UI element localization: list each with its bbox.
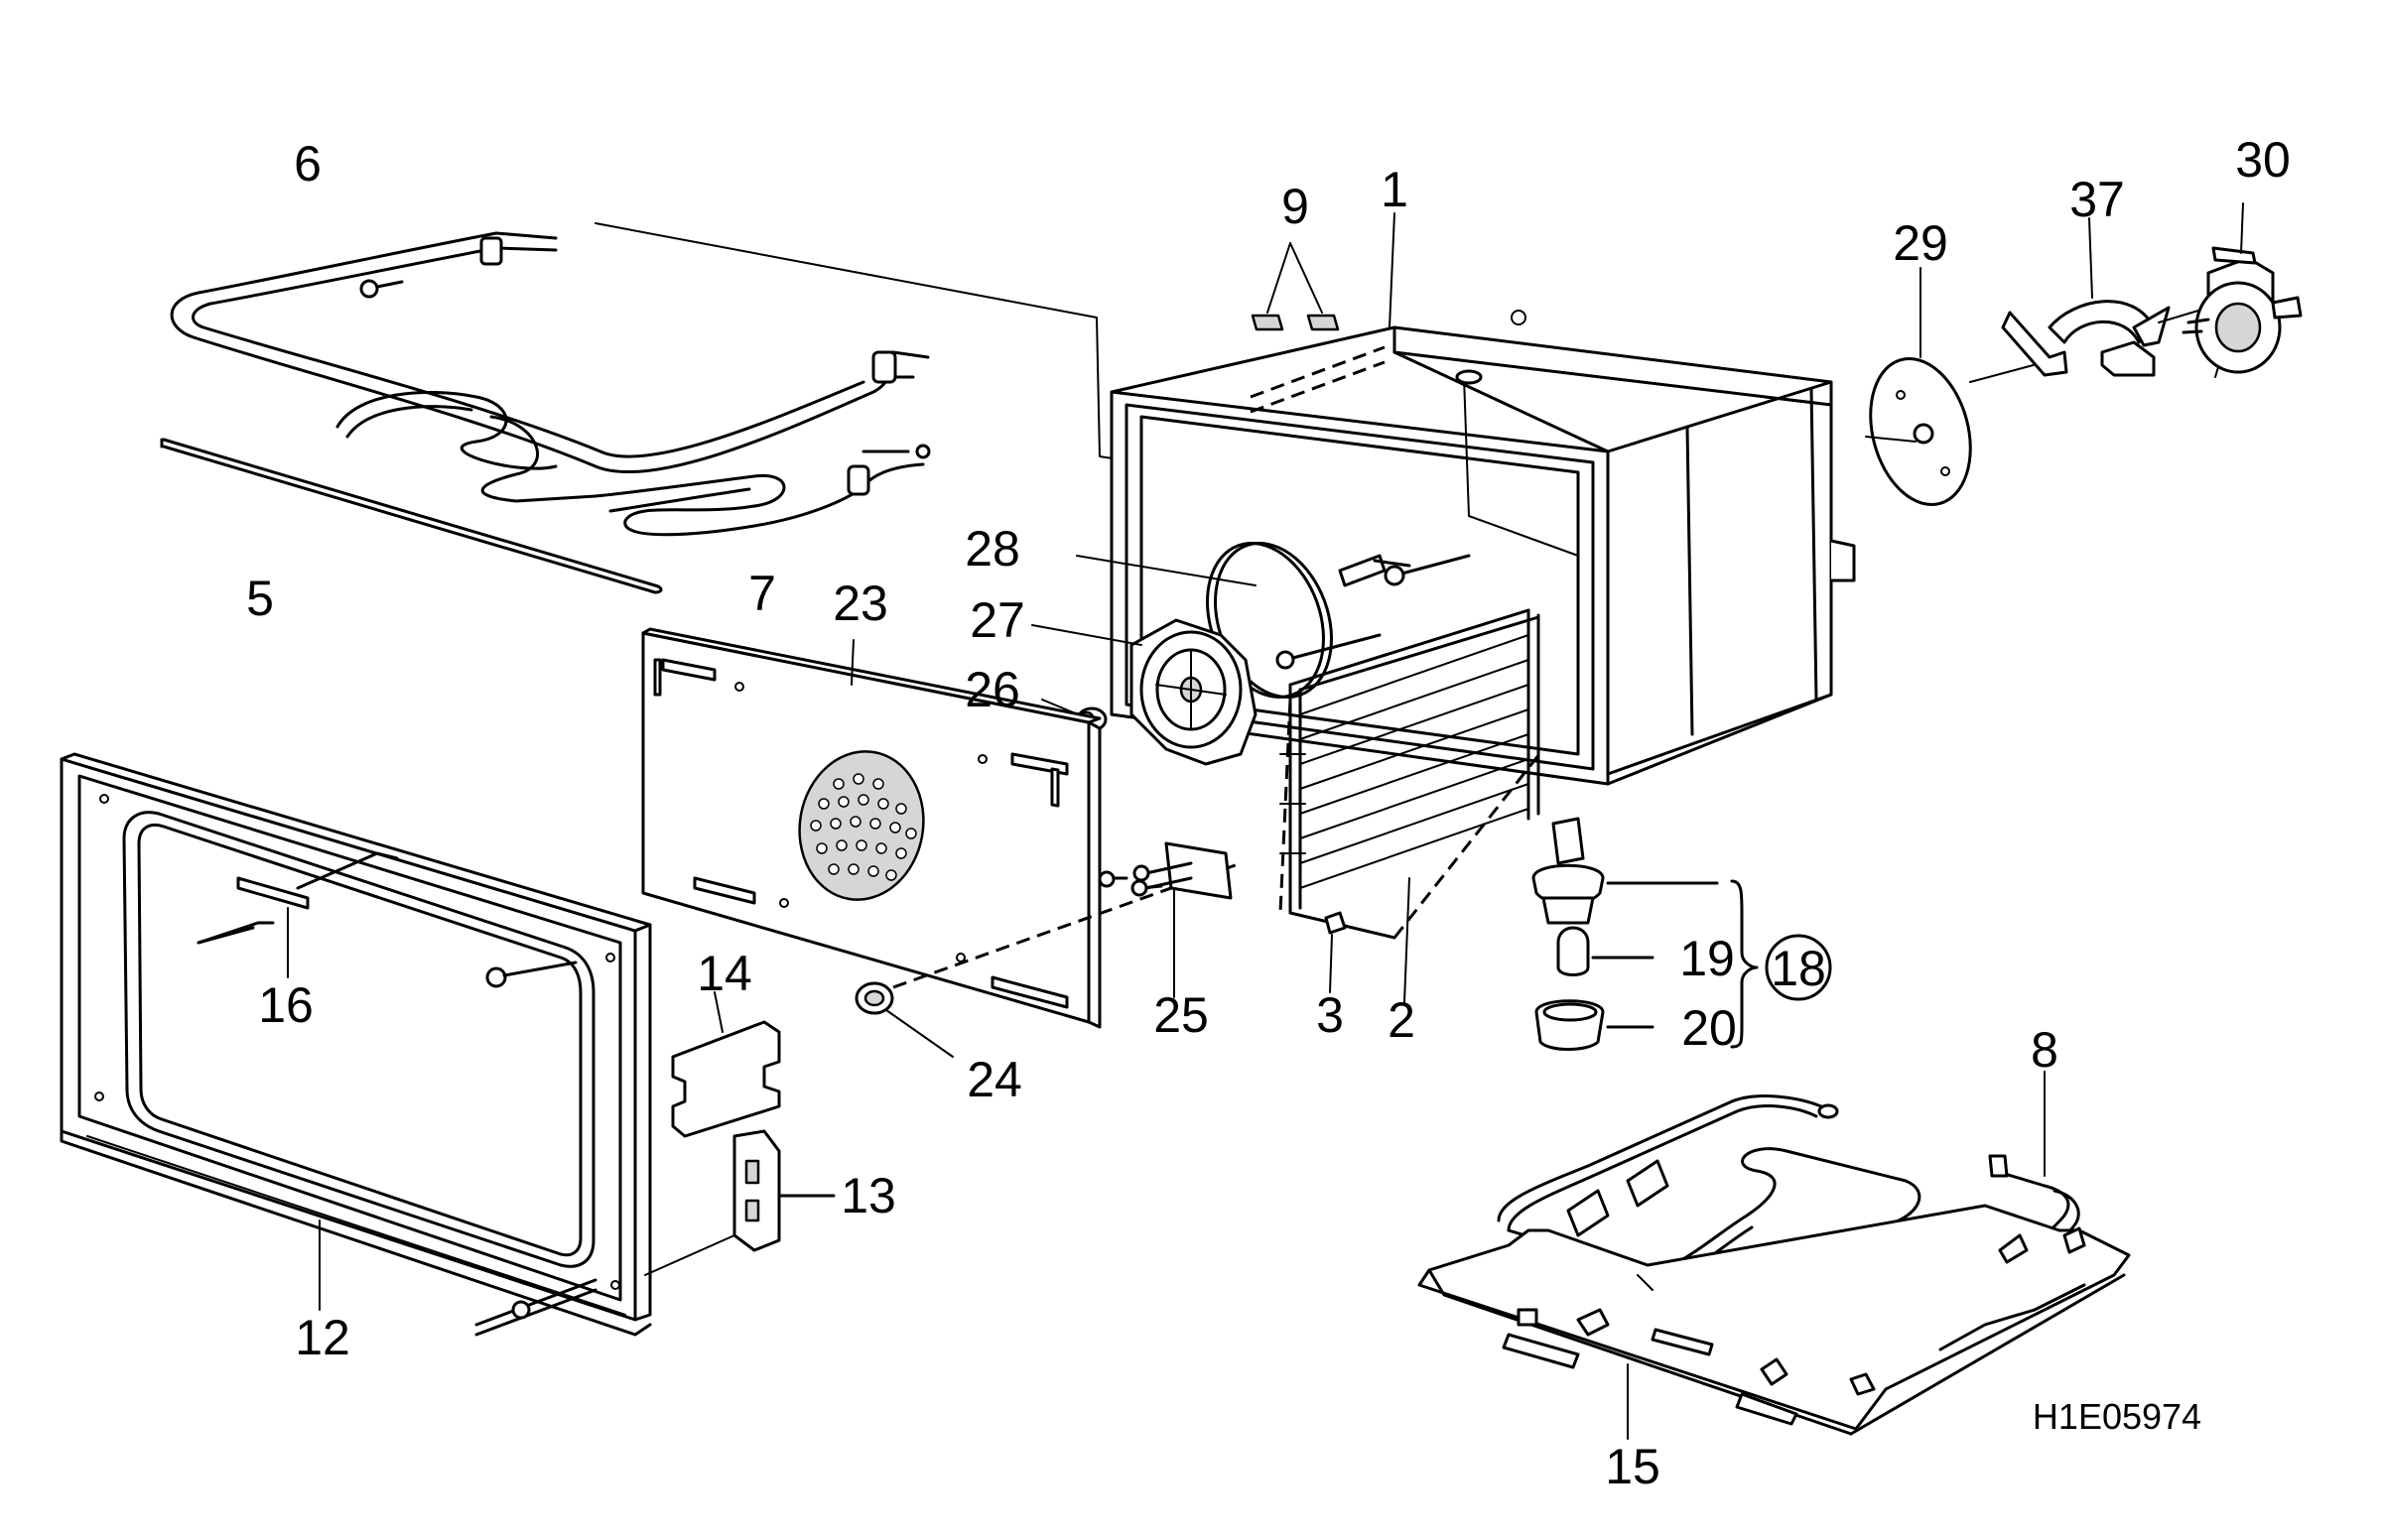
part-28-fan-guard [1076, 542, 1471, 699]
label-24: 24 [967, 1052, 1022, 1107]
part-27-fan-blade [1031, 618, 1257, 766]
label-9: 9 [1281, 179, 1309, 234]
label-5: 5 [246, 571, 274, 626]
label-12: 12 [295, 1310, 350, 1365]
part-15-bottom-tray [1417, 1204, 2131, 1440]
label-7: 7 [748, 566, 776, 621]
part-6-top-heating-element [170, 231, 930, 503]
label-20: 20 [1681, 1000, 1737, 1056]
part-37-mounting-bracket [2001, 217, 2209, 377]
part-12-oven-door [60, 752, 652, 1337]
part-2-side-rack [1278, 608, 1545, 1003]
leader-1 [1389, 212, 1395, 328]
part-5-rod [160, 438, 663, 594]
label-13: 13 [841, 1168, 896, 1223]
label-6: 6 [294, 136, 322, 192]
part-18-lamp-assembly [1531, 817, 1832, 1051]
label-19: 19 [1679, 931, 1735, 986]
label-8: 8 [2031, 1022, 2058, 1078]
part-labels: 1 2 3 5 6 7 8 9 12 13 14 15 16 18 19 20 … [246, 132, 2291, 1494]
part-14-bracket-plate [671, 991, 781, 1138]
label-30: 30 [2235, 132, 2291, 188]
part-30-fan-motor [2182, 202, 2303, 378]
part-7-grill-element [594, 444, 931, 537]
label-25: 25 [1153, 987, 1209, 1043]
connection-line-6 [595, 222, 1132, 462]
part-16-door-screw [197, 851, 578, 988]
label-15: 15 [1605, 1439, 1660, 1494]
part-9-clips [1251, 242, 1340, 331]
label-37: 37 [2069, 172, 2125, 227]
part-3-clip [1324, 911, 1347, 993]
drawing-code: H1E05974 [2033, 1396, 2201, 1437]
label-14: 14 [697, 946, 752, 1001]
label-28: 28 [965, 521, 1020, 577]
part-23-rear-panel [641, 627, 1102, 1029]
label-16: 16 [258, 977, 314, 1033]
label-2: 2 [1388, 992, 1415, 1048]
label-3: 3 [1316, 987, 1344, 1043]
part-13-door-hinge [474, 1129, 836, 1337]
part-25-bracket [1098, 841, 1233, 998]
label-23: 23 [833, 576, 888, 631]
label-26: 26 [965, 662, 1020, 717]
label-1: 1 [1381, 162, 1408, 217]
label-27: 27 [970, 592, 1025, 648]
label-29: 29 [1893, 215, 1948, 271]
label-18: 18 [1771, 941, 1826, 996]
part-29-rear-plate [1865, 267, 2046, 507]
